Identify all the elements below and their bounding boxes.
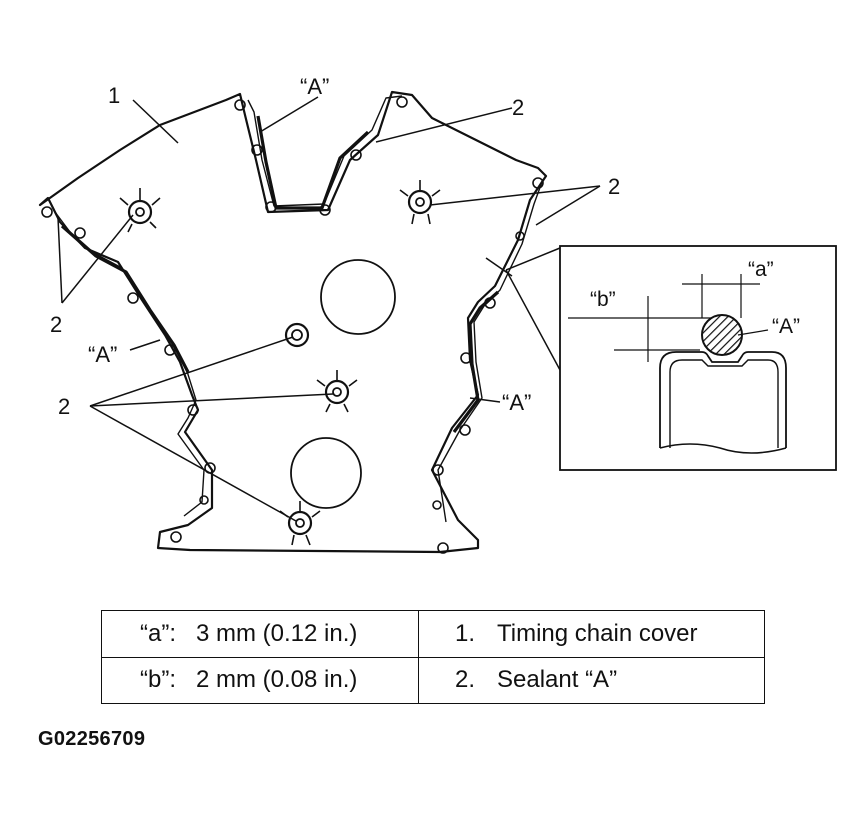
legend-cell-dimension: “b”: 2 mm (0.08 in.) [101,656,419,704]
sealant-points [119,180,441,546]
legend-key: “a”: [140,619,176,647]
legend-value: 2 mm (0.08 in.) [196,666,358,694]
detail-inset [559,245,837,471]
timing-chain-cover [38,90,548,554]
callout-A-left: “A” [88,342,117,367]
callout-2-center: 2 [58,394,70,419]
leader-lines [57,96,601,522]
callout-labels: 1 “A” 2 2 2 “A” 2 “A” “a” “b” “A” [50,74,800,419]
detail-label-A: “A” [772,315,800,338]
sealant-point [119,188,161,233]
legend-row: “a”: 3 mm (0.12 in.) 1. Timing chain cov… [101,610,765,658]
legend-cell-part: 1. Timing chain cover [418,610,765,658]
legend-key: 2. [454,666,475,694]
sealant-point [279,501,321,546]
legend-cell-dimension: “a”: 3 mm (0.12 in.) [101,610,419,658]
callout-A-right: “A” [502,390,531,415]
legend-value: Timing chain cover [497,619,698,647]
legend-cell-part: 2. Sealant “A” [418,656,765,704]
callout-2-left: 2 [50,312,62,337]
detail-label-b: “b” [590,288,616,311]
detail-label-a: “a” [748,258,774,281]
callout-A-top: “A” [300,74,329,99]
legend-value: Sealant “A” [497,666,618,694]
figure-id: G02256709 [38,728,146,750]
sealant-point [316,370,358,413]
legend-key: “b”: [140,666,176,694]
sealant-point [284,322,310,348]
legend-row: “b”: 2 mm (0.08 in.) 2. Sealant “A” [101,656,765,704]
callout-2-top: 2 [512,95,524,120]
legend-key: 1. [454,619,475,647]
callout-1: 1 [108,83,120,108]
callout-2-right: 2 [608,174,620,199]
legend-value: 3 mm (0.12 in.) [196,619,358,647]
sealant-point [399,180,441,225]
legend-table: “a”: 3 mm (0.12 in.) 1. Timing chain cov… [101,610,765,704]
